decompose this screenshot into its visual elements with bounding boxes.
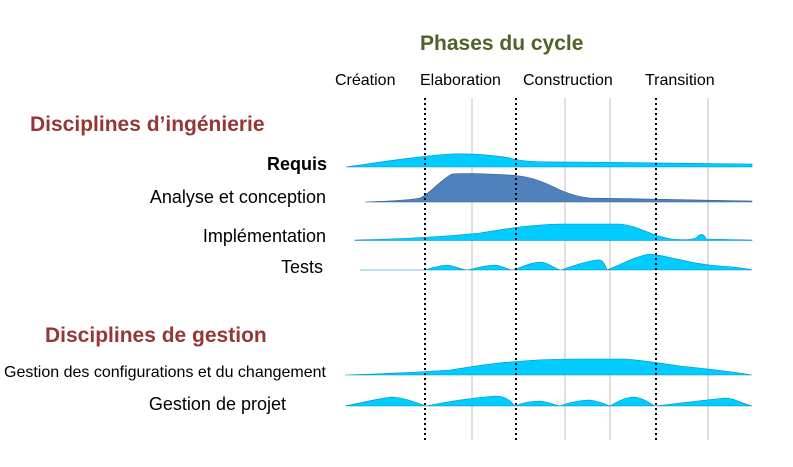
profile-analyse bbox=[364, 173, 753, 203]
chart-title: Phases du cycle bbox=[420, 32, 584, 55]
section-heading-management: Disciplines de gestion bbox=[45, 324, 267, 347]
phase-label-construction: Construction bbox=[523, 72, 613, 89]
discipline-label-configurations: Gestion des configurations et du changem… bbox=[4, 364, 326, 381]
phase-label-transition: Transition bbox=[645, 72, 715, 89]
discipline-label-implementation: Implémentation bbox=[202, 226, 326, 246]
profile-implementation bbox=[354, 223, 753, 241]
profile-configurations bbox=[344, 358, 753, 376]
phase-label-elaboration: Elaboration bbox=[420, 72, 501, 89]
discipline-label-projet: Gestion de projet bbox=[148, 394, 286, 414]
phase-label-creation: Création bbox=[335, 72, 396, 89]
discipline-label-tests: Tests bbox=[280, 257, 323, 277]
profile-projet bbox=[344, 395, 753, 407]
phase-boundaries bbox=[424, 98, 657, 442]
discipline-label-requis: Requis bbox=[266, 154, 327, 174]
profile-requis bbox=[345, 153, 753, 168]
section-heading-engineering: Disciplines d’ingénierie bbox=[30, 113, 265, 136]
profile-tests bbox=[360, 253, 753, 271]
discipline-label-analyse: Analyse et conception bbox=[149, 187, 326, 207]
workload-profiles bbox=[344, 153, 753, 407]
